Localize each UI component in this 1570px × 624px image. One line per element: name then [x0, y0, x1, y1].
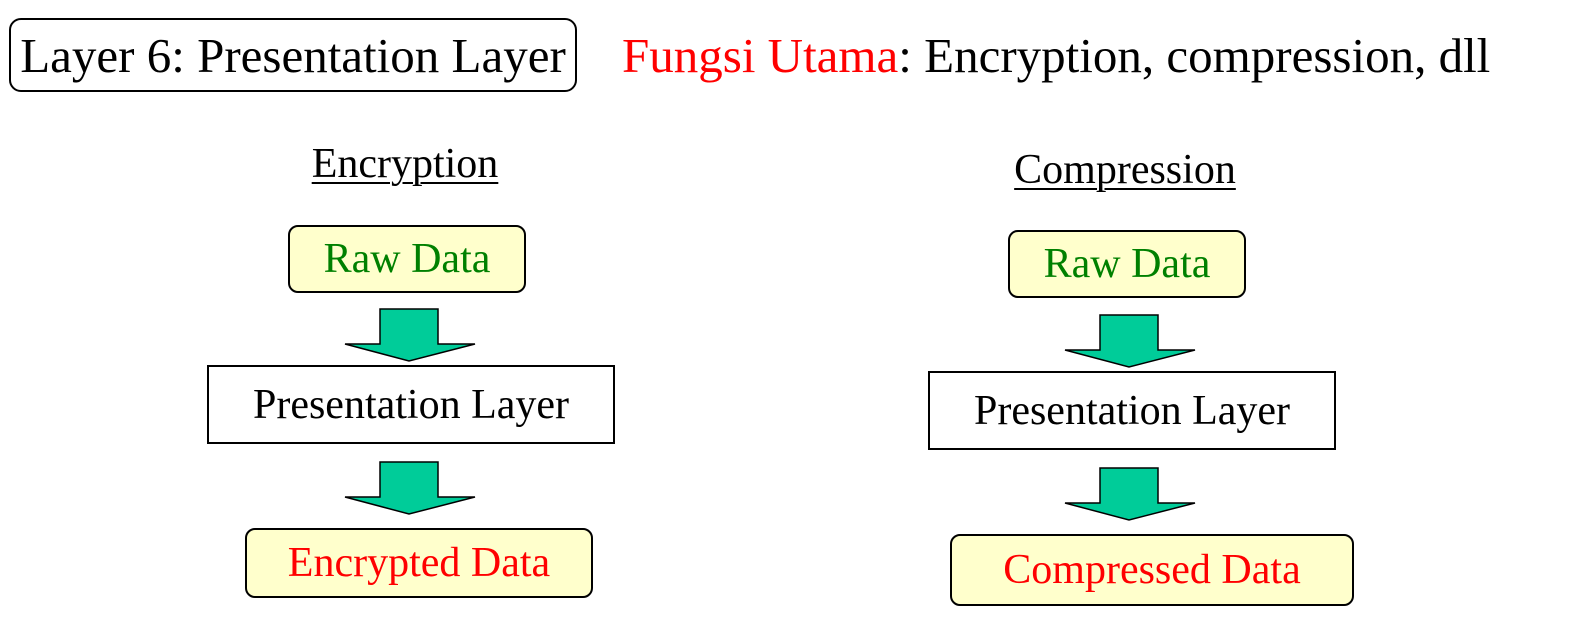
compression-presentation-layer-box: Presentation Layer	[928, 371, 1336, 450]
encryption-raw-data-box: Raw Data	[288, 225, 526, 293]
encryption-heading: Encryption	[311, 141, 499, 187]
layer-title-box: Layer 6: Presentation Layer	[9, 18, 577, 92]
encryption-arrow-down-icon	[344, 308, 476, 362]
compression-output-label: Compressed Data	[1003, 547, 1301, 593]
compression-heading: Compression	[1014, 147, 1236, 193]
compression-presentation-layer-label: Presentation Layer	[973, 387, 1291, 434]
encryption-raw-data-label: Raw Data	[323, 236, 491, 282]
compression-output-box: Compressed Data	[950, 534, 1354, 606]
compression-raw-data-label: Raw Data	[1043, 241, 1211, 287]
layer-title: Layer 6: Presentation Layer	[20, 27, 566, 83]
encryption-presentation-layer-label: Presentation Layer	[252, 381, 570, 428]
compression-arrow-down-icon	[1064, 314, 1196, 368]
encryption-arrow-down-icon-2	[344, 461, 476, 515]
main-function-label: Fungsi Utama	[622, 27, 899, 83]
main-function-text: : Encryption, compression, dll	[898, 27, 1491, 83]
encryption-output-box: Encrypted Data	[245, 528, 593, 598]
main-function-line: Fungsi Utama: Encryption, compression, d…	[622, 20, 1490, 90]
encryption-presentation-layer-box: Presentation Layer	[207, 365, 615, 444]
compression-arrow-down-icon-2	[1064, 467, 1196, 521]
compression-raw-data-box: Raw Data	[1008, 230, 1246, 298]
encryption-output-label: Encrypted Data	[287, 540, 551, 586]
